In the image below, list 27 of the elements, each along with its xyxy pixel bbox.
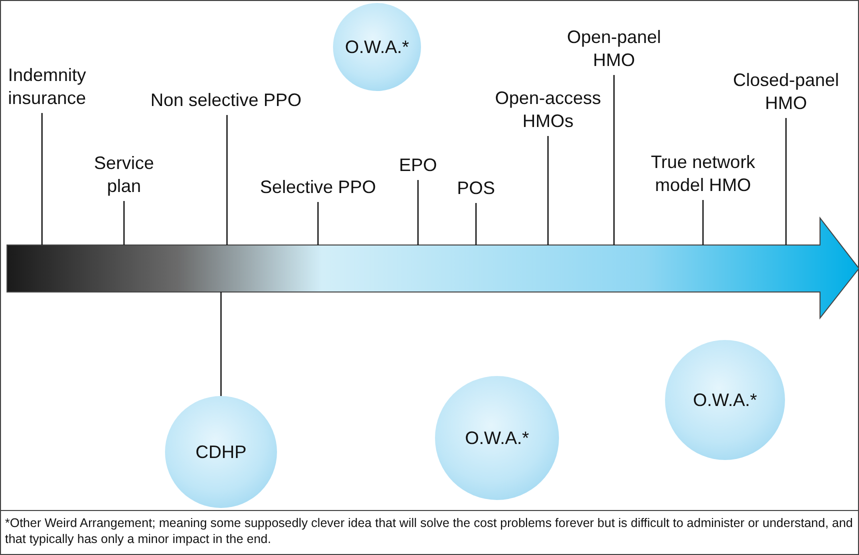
leader-line — [702, 200, 704, 245]
leader-line — [123, 201, 125, 245]
bubble-label: O.W.A.* — [464, 428, 529, 448]
bubble-label: CDHP — [195, 442, 246, 462]
leader-line — [547, 136, 549, 245]
bubble-label: O.W.A.* — [692, 390, 757, 410]
plan-label: Service plan — [79, 152, 169, 198]
bubble-label: O.W.A.* — [344, 36, 409, 58]
gradient-arrow — [6, 216, 859, 320]
leader-line — [613, 75, 615, 245]
leader-line — [220, 292, 222, 396]
leader-line — [785, 118, 787, 245]
plan-label: EPO — [393, 154, 443, 177]
plan-label: True network model HMO — [638, 151, 768, 197]
leader-line — [317, 202, 319, 245]
plan-label: Open-access HMOs — [488, 87, 608, 133]
leader-line — [41, 113, 43, 245]
plan-label: Selective PPO — [248, 176, 388, 199]
plan-label: Closed-panel HMO — [731, 69, 841, 115]
leader-line — [417, 180, 419, 245]
leader-line — [475, 203, 477, 245]
plan-label: POS — [451, 177, 501, 200]
footnote: *Other Weird Arrangement; meaning some supposedly clever idea that will solve the cost problems forever but is difficult to administer or understand, and that typically has only a minor impact in the end. — [0, 510, 859, 555]
plan-label: Open-panel HMO — [559, 26, 669, 72]
plan-label: Non selective PPO — [136, 89, 316, 112]
leader-line — [226, 115, 228, 245]
plan-label: Indemnity insurance — [8, 64, 108, 110]
